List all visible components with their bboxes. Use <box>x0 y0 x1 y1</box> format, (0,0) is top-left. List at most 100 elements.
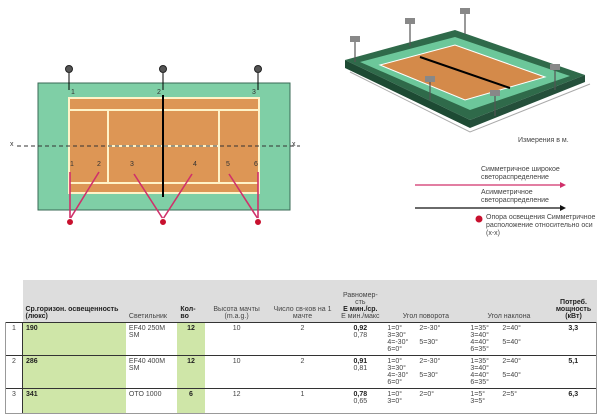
row-index: 3 <box>5 388 23 414</box>
x-axis-label-right: x <box>292 141 296 148</box>
header-lamp: Светильник <box>125 280 178 323</box>
court-lighting-diagram <box>17 8 591 226</box>
uniformity-avg: 0,92 <box>353 325 368 332</box>
rotation-angle: 3=0° <box>387 398 403 405</box>
rotation-angle: 1=0° <box>387 358 403 365</box>
pole-label: 1 <box>71 89 75 96</box>
pole-label: 3 <box>252 89 256 96</box>
uniformity-max: 0,65 <box>353 398 368 405</box>
rotation-angle: 6=0° <box>387 379 403 386</box>
floodlight-label: 5 <box>226 161 230 168</box>
tilt-angle: 2=5° <box>502 391 518 398</box>
lux-cell: 286 <box>22 355 126 389</box>
rotation-angle: 5=30° <box>419 372 438 379</box>
floodlight-label: 2 <box>97 161 101 168</box>
x-axis-label: x <box>10 141 14 148</box>
qty-cell: 12 <box>177 322 205 356</box>
power-cell: 3,3 <box>550 322 597 356</box>
rotation-angle: 1=0° <box>387 325 403 332</box>
rotation-cell: 1=0° 2=-30° 3=30°4=-30° 5=30° 6=0° <box>384 322 468 356</box>
per-mast-cell: 2 <box>268 355 337 389</box>
per-mast-cell: 1 <box>268 388 337 414</box>
rotation-angle: 2=0° <box>419 391 435 398</box>
tilt-cell: 1=5° 2=5° 3=5° <box>467 388 551 414</box>
header-per-mast: Число св-ков на 1 мачте <box>268 280 337 323</box>
pole-legend-icon <box>475 215 483 223</box>
symmetric-arrows <box>69 171 259 220</box>
tilt-angle: 5=40° <box>502 339 521 346</box>
qty-cell: 12 <box>177 355 205 389</box>
header-uniformity-max: E мин./макс <box>341 313 380 320</box>
pole-label: 2 <box>157 89 161 96</box>
rotation-cell: 1=0° 2=-30° 3=30°4=-30° 5=30° 6=0° <box>384 355 468 389</box>
lighting-specs-table: Ср.горизон. освещенность (люкс) Светильн… <box>5 280 597 414</box>
header-tilt: Угол наклона <box>467 280 551 323</box>
uniformity-max: 0,78 <box>353 332 368 339</box>
uniformity-avg: 0,78 <box>353 391 368 398</box>
rotation-angle: 4=-30° <box>387 339 409 346</box>
rotation-angle: 4=-30° <box>387 372 409 379</box>
header-uniformity: Равномер-сть <box>342 292 378 306</box>
tilt-angle: 3=40° <box>470 365 489 372</box>
header-rotation: Угол поворота <box>384 280 468 323</box>
rotation-angle: 6=0° <box>387 346 403 353</box>
floodlight-label: 1 <box>70 161 74 168</box>
floodlight-label: 6 <box>254 161 258 168</box>
header-qty: Кол-во <box>180 306 196 320</box>
lux-cell: 341 <box>22 388 126 414</box>
pole-markers <box>66 218 262 226</box>
power-cell: 6,3 <box>550 388 597 414</box>
pole-legend: Опора освещения Симметричное расположени… <box>486 214 596 237</box>
header-power: Потреб. мощность (кВт) <box>555 299 592 320</box>
rotation-angle: 1=0° <box>387 391 403 398</box>
rotation-angle: 3=30° <box>387 365 406 372</box>
rotation-angle: 2=-30° <box>419 358 441 365</box>
floodlight-label: 4 <box>193 161 197 168</box>
lamp-cell: EF40 250M SM <box>125 322 178 356</box>
row-index: 1 <box>5 322 23 356</box>
tilt-angle: 1=35° <box>470 358 489 365</box>
top-poles <box>65 65 262 73</box>
lamp-cell: OTO 1000 <box>125 388 178 414</box>
row-index: 2 <box>5 355 23 389</box>
height-cell: 12 <box>204 388 269 414</box>
uniformity-max: 0,81 <box>353 365 368 372</box>
tilt-angle: 2=40° <box>502 358 521 365</box>
lux-cell: 190 <box>22 322 126 356</box>
lamp-cell: EF40 400M SM <box>125 355 178 389</box>
uniformity-avg: 0,91 <box>353 358 368 365</box>
floodlight-label: 3 <box>130 161 134 168</box>
tilt-angle: 1=5° <box>470 391 486 398</box>
asymmetric-legend: Асимметричное светораспределение <box>481 189 549 204</box>
symmetric-legend: Симметричное широкое светораспределение <box>481 166 560 181</box>
header-uniformity-avg: E мин./ср. <box>343 306 378 313</box>
tilt-angle: 5=40° <box>502 372 521 379</box>
tilt-angle: 6=35° <box>470 346 489 353</box>
dimensions-caption: Измерения в м. <box>518 137 569 144</box>
height-cell: 10 <box>204 355 269 389</box>
rotation-cell: 1=0° 2=0° 3=0° <box>384 388 468 414</box>
stadium-illustration <box>345 8 591 133</box>
tilt-angle: 3=5° <box>470 398 486 405</box>
tilt-angle: 3=40° <box>470 332 489 339</box>
tilt-angle: 2=40° <box>502 325 521 332</box>
tilt-angle: 4=40° <box>470 339 489 346</box>
rotation-angle: 3=30° <box>387 332 406 339</box>
header-lux: Ср.горизон. освещенность (люкс) <box>25 306 119 320</box>
tilt-angle: 4=40° <box>470 372 489 379</box>
rotation-angle: 2=-30° <box>419 325 441 332</box>
power-cell: 5,1 <box>550 355 597 389</box>
per-mast-cell: 2 <box>268 322 337 356</box>
qty-cell: 6 <box>177 388 205 414</box>
tilt-angle: 1=35° <box>470 325 489 332</box>
tilt-angle: 6=35° <box>470 379 489 386</box>
rotation-angle: 5=30° <box>419 339 438 346</box>
tilt-cell: 1=35° 2=40° 3=40°4=40° 5=40° 6=35° <box>467 355 551 389</box>
header-height: Высота мачты (m.a.g.) <box>204 280 269 323</box>
